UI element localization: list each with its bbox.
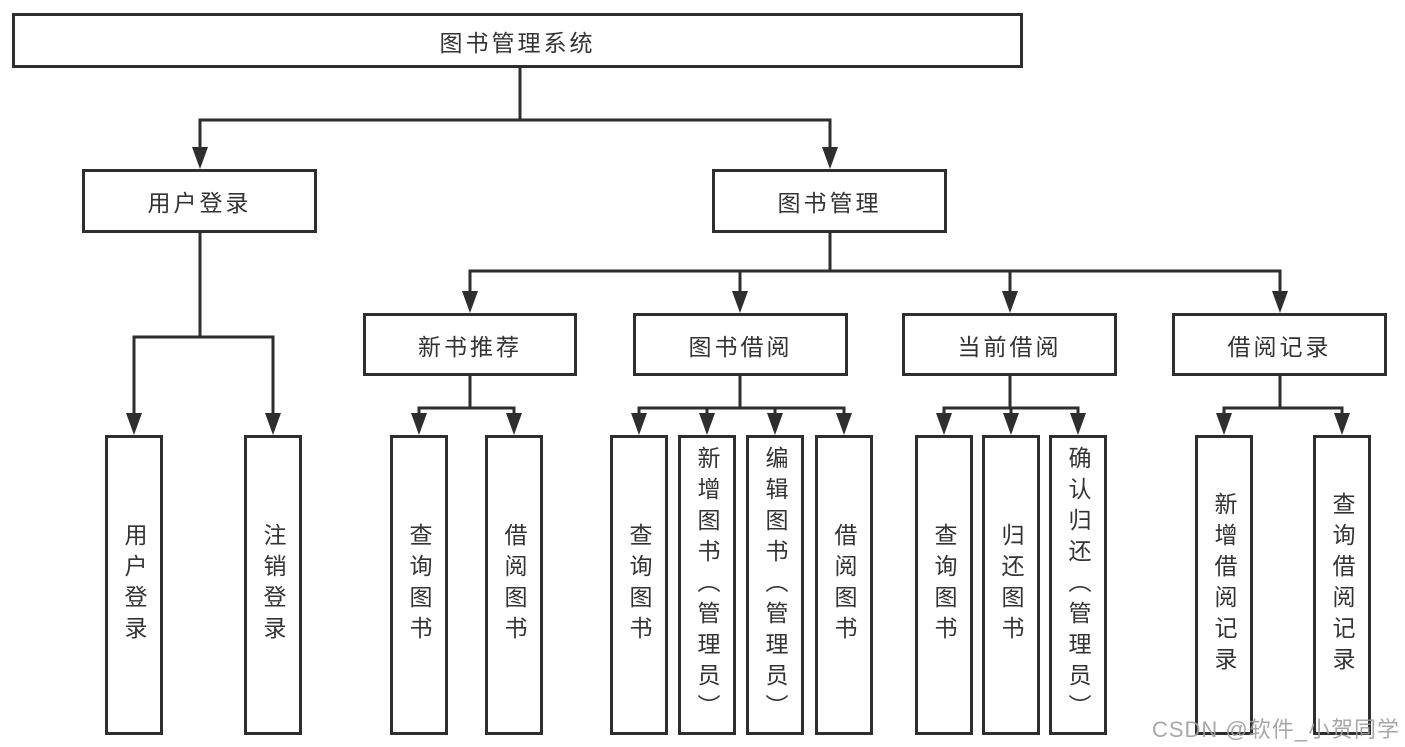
leaf-current-query-books: 查询图书 [915, 435, 973, 735]
leaf-user-login: 用户登录 [105, 435, 163, 735]
node-borrowing-records: 借阅记录 [1172, 313, 1387, 376]
leaf-records-query-record: 查询借阅记录 [1313, 435, 1371, 735]
node-book-borrowing: 图书借阅 [633, 313, 848, 376]
leaf-recommend-borrow-books: 借阅图书 [485, 435, 543, 735]
leaf-current-return-books: 归还图书 [982, 435, 1040, 735]
leaf-borrow-query-books: 查询图书 [610, 435, 668, 735]
node-current-borrowing: 当前借阅 [902, 313, 1117, 376]
leaf-borrow-edit-books-admin: 编辑图书（管理员） [746, 435, 804, 735]
node-root: 图书管理系统 [12, 13, 1023, 68]
leaf-current-confirm-return-admin: 确认归还（管理员） [1049, 435, 1107, 735]
node-new-book-recommendation: 新书推荐 [363, 313, 577, 376]
leaf-records-add-record: 新增借阅记录 [1195, 435, 1253, 735]
arrowheads [126, 147, 1350, 435]
node-book-management: 图书管理 [712, 169, 947, 233]
leaf-recommend-query-books: 查询图书 [390, 435, 448, 735]
leaf-borrow-borrow-books: 借阅图书 [815, 435, 873, 735]
csdn-watermark: CSDN @软件_小贺同学 [1151, 717, 1400, 742]
node-user-login: 用户登录 [82, 169, 317, 233]
leaf-borrow-add-books-admin: 新增图书（管理员） [678, 435, 736, 735]
leaf-logout: 注销登录 [244, 435, 302, 735]
